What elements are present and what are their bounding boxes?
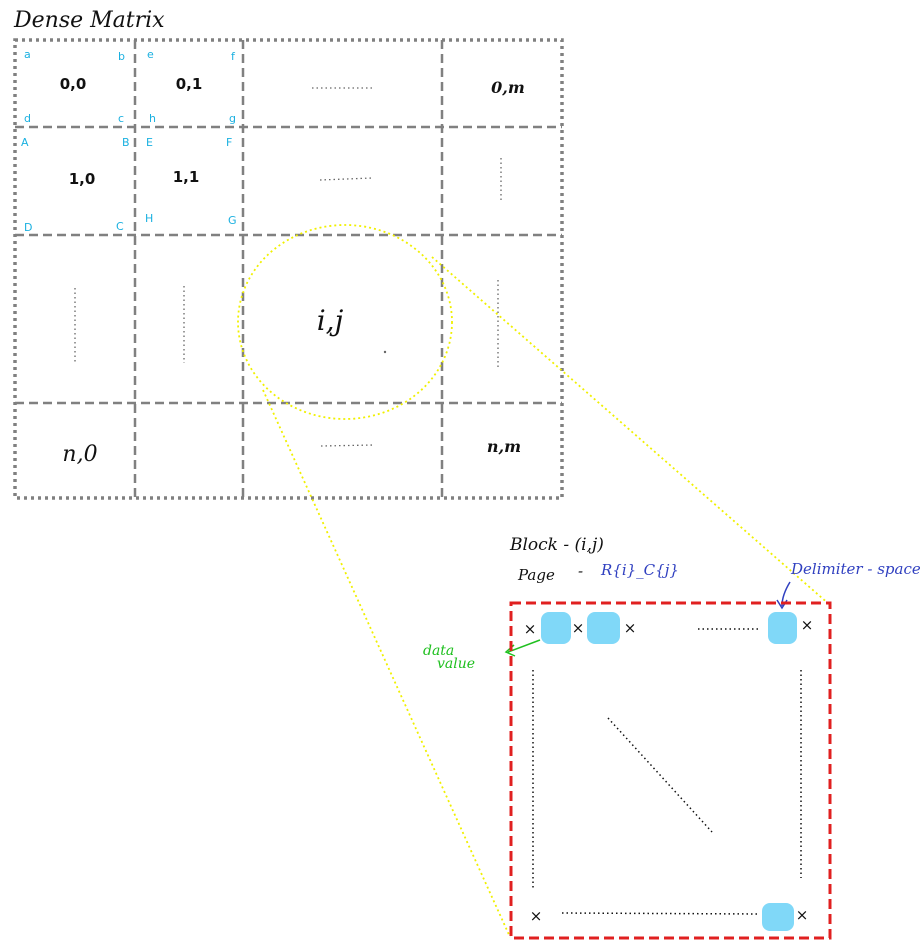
data-x-mark-3: × (624, 619, 637, 637)
delimiter-label: Delimiter - space (790, 560, 920, 578)
data-x-mark-4: × (801, 616, 814, 634)
block-ellipsis-diagonal (607, 717, 713, 833)
matrix-outer-border (13, 38, 564, 500)
cell-n-m: n,m (487, 437, 521, 456)
corner-H: H (145, 212, 153, 225)
stray-dot (383, 350, 387, 354)
delimiter-block-2 (587, 612, 620, 644)
data-value-label-line2: value (437, 656, 475, 672)
block-ellipsis-bottom (561, 912, 761, 915)
cell-n-0: n,0 (62, 442, 97, 467)
corner-h: h (149, 112, 156, 125)
cell-1-0: 1,0 (69, 170, 96, 188)
corner-D: D (24, 221, 32, 234)
page-dash: - (578, 562, 583, 580)
corner-labels: a b d c e f h g A B D C E F H G (21, 48, 237, 234)
corner-F: F (226, 136, 232, 149)
corner-f: f (231, 50, 236, 63)
delimiter-block-4 (762, 903, 794, 931)
corner-A: A (21, 136, 29, 149)
grid-ellipsis-markers (74, 87, 502, 447)
data-value-label-line1: data (423, 643, 454, 659)
page-value: R{i}_C{j} (600, 561, 679, 579)
block-label: Block - (i,j) (509, 535, 604, 555)
corner-b: b (118, 50, 125, 63)
corner-G: G (228, 214, 237, 227)
cell-1-1: 1,1 (173, 168, 200, 186)
data-x-mark-5: × (530, 907, 543, 925)
page-label: Page (517, 566, 555, 584)
block-page-border (509, 601, 832, 940)
delimiter-block-1 (541, 612, 571, 644)
corner-g: g (229, 112, 236, 125)
diagram-title: Dense Matrix (13, 8, 165, 33)
cell-0-m: 0,m (491, 78, 525, 97)
corner-B: B (122, 136, 130, 149)
data-x-mark-1: × (524, 620, 537, 638)
ellipsis-row1 (319, 177, 373, 181)
data-value-pointer (507, 639, 541, 653)
cell-0-1: 0,1 (176, 75, 203, 93)
cell-0-0: 0,0 (60, 75, 87, 93)
delimiter-block-3 (768, 612, 797, 644)
ellipsis-rown (320, 444, 375, 447)
corner-a: a (24, 48, 31, 61)
corner-e: e (147, 48, 154, 61)
matrix-grid (13, 38, 564, 500)
corner-C: C (116, 220, 124, 233)
zoom-line-left (262, 389, 511, 938)
data-x-mark-2: × (572, 619, 585, 637)
corner-c: c (118, 112, 124, 125)
corner-d: d (24, 112, 31, 125)
data-x-mark-6: × (796, 906, 809, 924)
zoom-line-right (431, 256, 831, 606)
zoom-indicator (237, 224, 831, 938)
zoom-circle (237, 224, 453, 420)
corner-E: E (146, 136, 153, 149)
cell-i-j: i,j (317, 304, 344, 337)
block-ellipsis-markers (532, 628, 802, 915)
